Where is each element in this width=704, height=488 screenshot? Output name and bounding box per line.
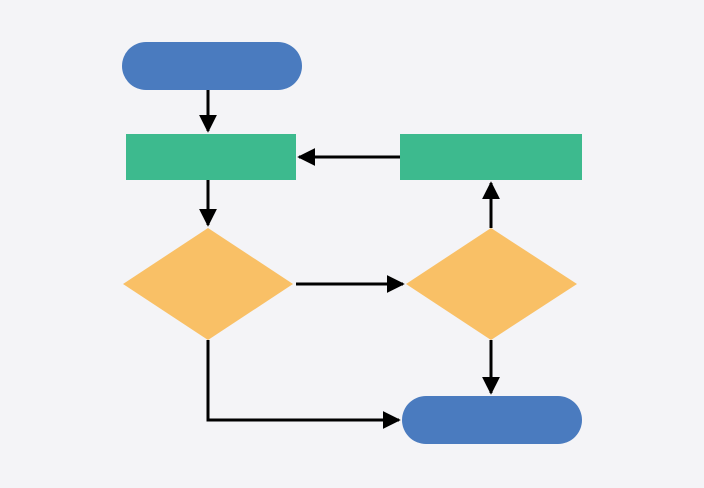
process-right-shape: [400, 134, 582, 180]
node-start: [122, 42, 302, 90]
connectors: [199, 90, 500, 429]
node-process-right: [400, 134, 582, 180]
process-left-shape: [126, 134, 296, 180]
node-decision-left: [123, 228, 293, 340]
node-process-left: [126, 134, 296, 180]
edge-decision-left-to-end: [206, 340, 401, 429]
node-decision-right: [406, 228, 577, 340]
start-terminal-shape: [122, 42, 302, 90]
decision-left-shape: [123, 228, 293, 340]
decision-right-shape: [406, 228, 577, 340]
end-terminal-shape: [402, 396, 582, 444]
node-end: [402, 396, 582, 444]
